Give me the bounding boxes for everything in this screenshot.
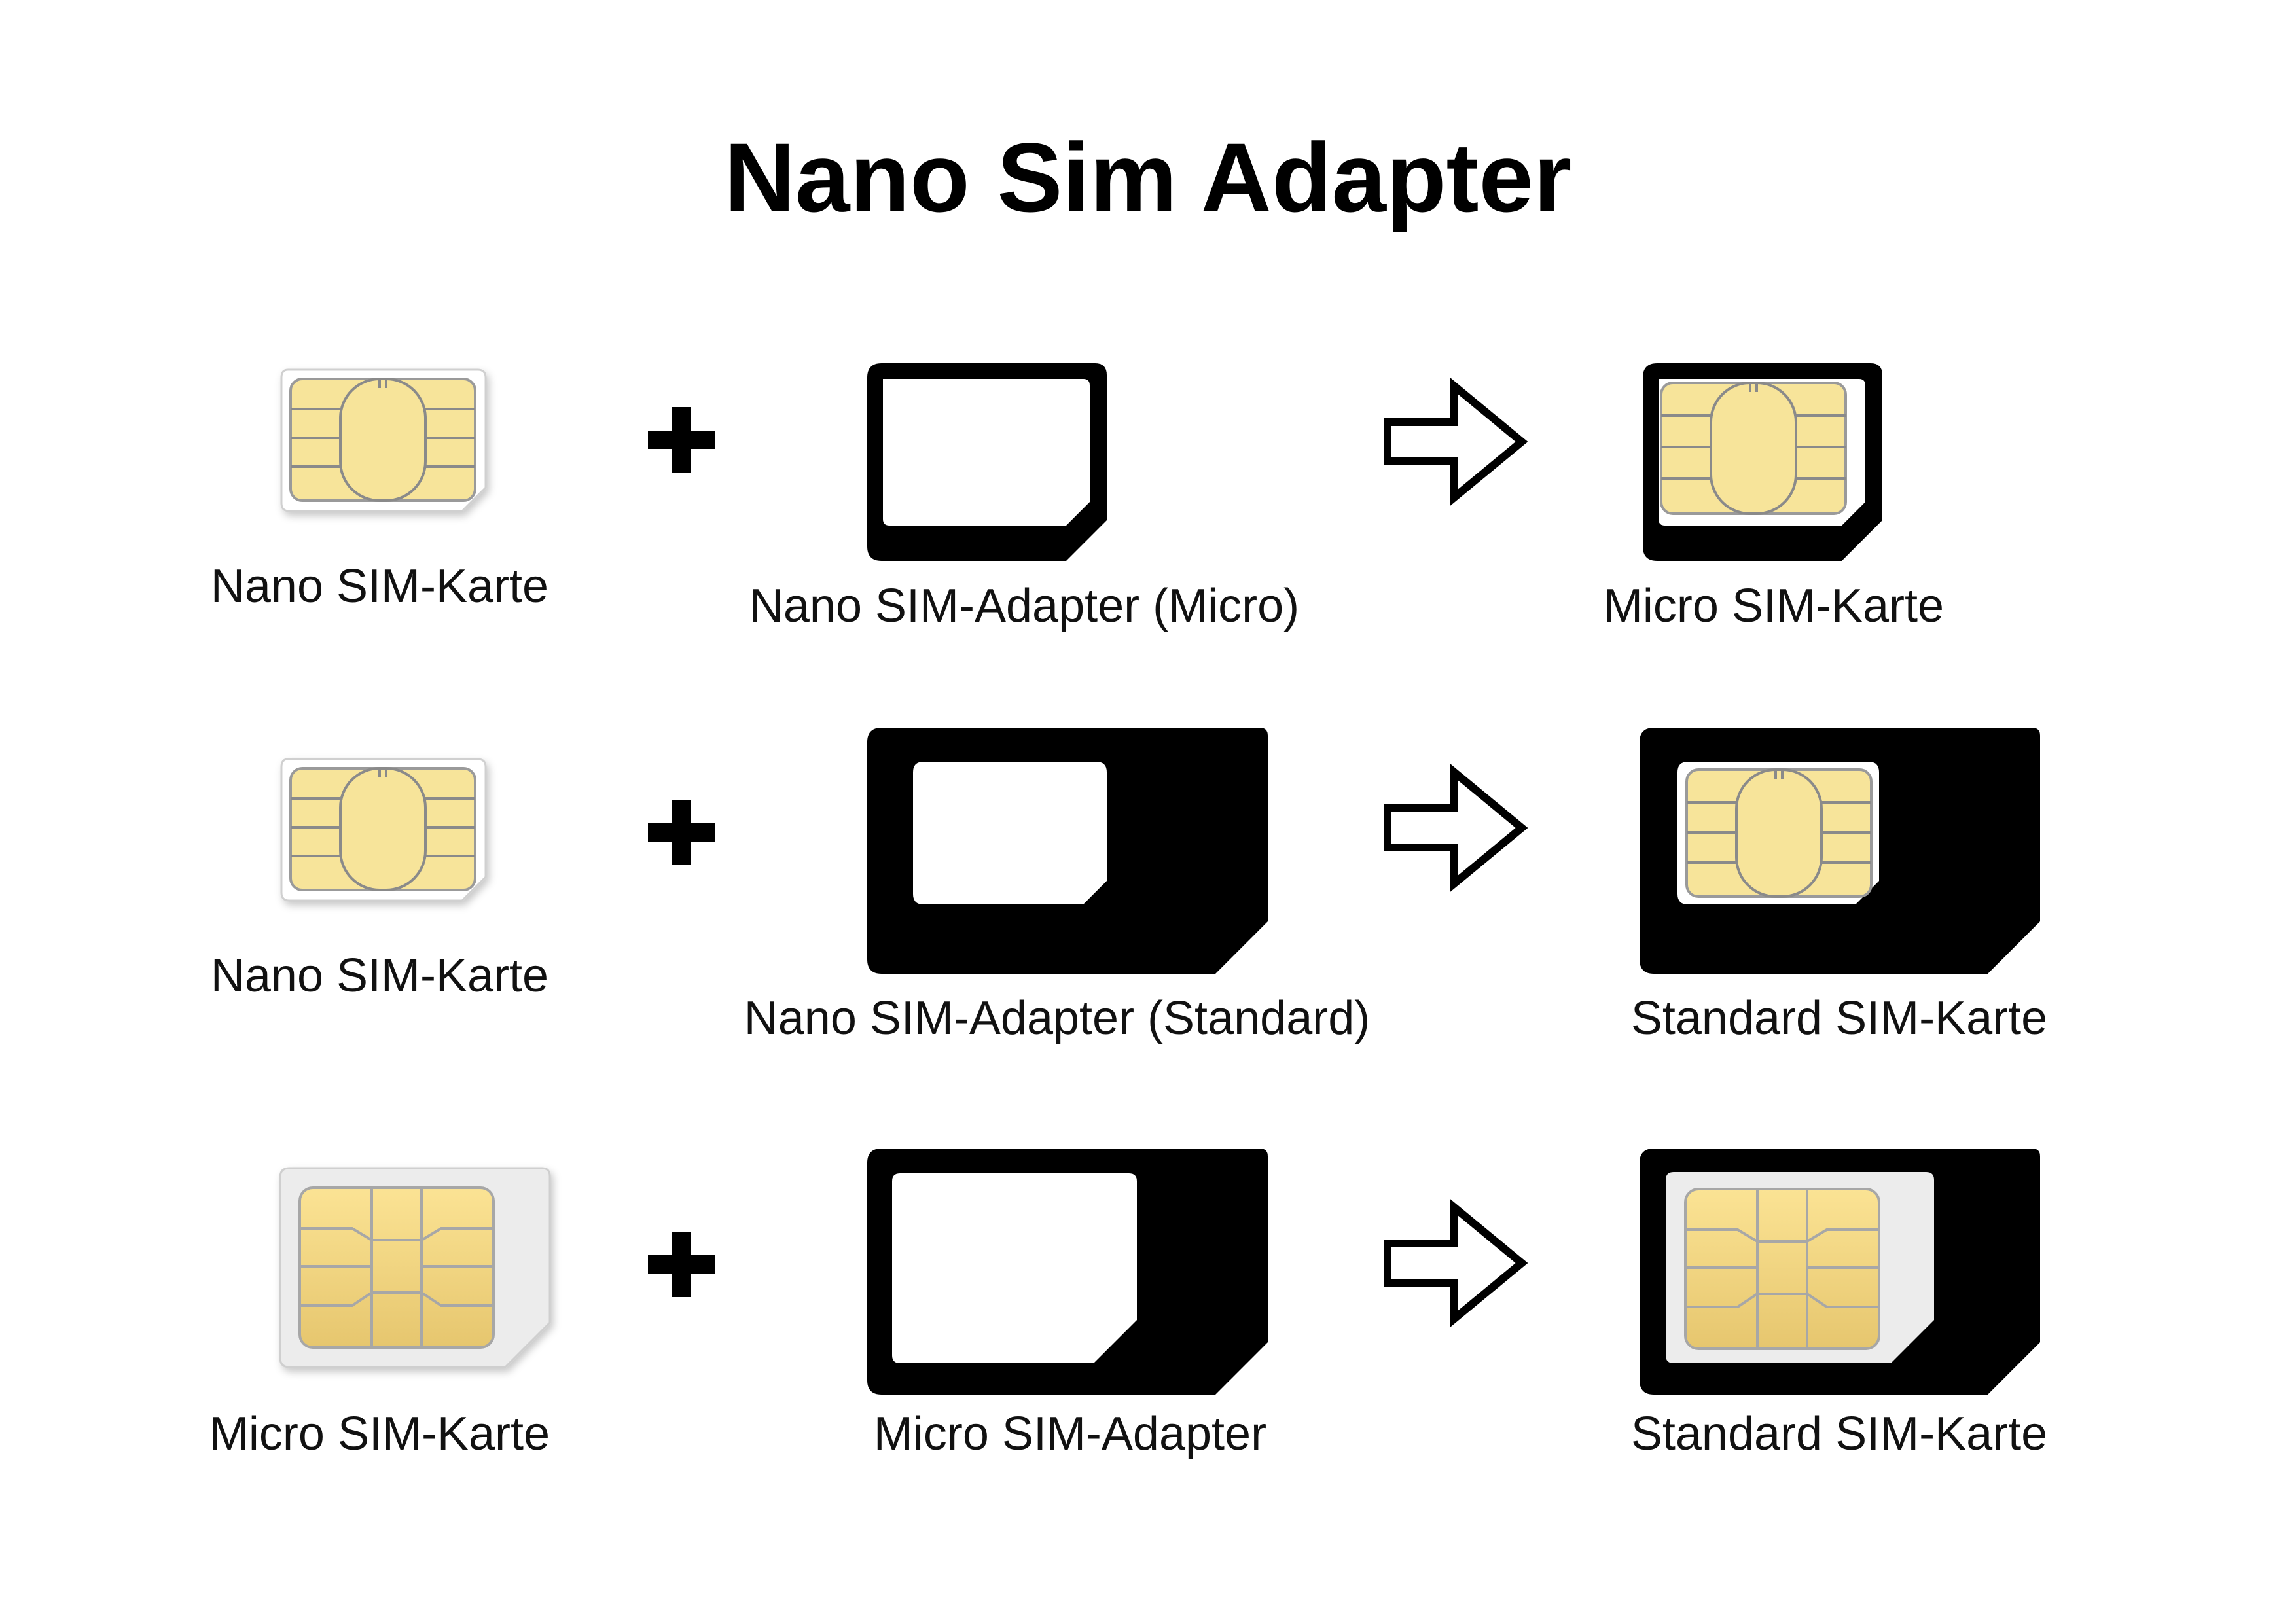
row-3-input-label: Micro SIM-Karte [209,1408,550,1460]
plus-icon [648,407,715,473]
arrow-right-icon [1384,764,1528,892]
nano-micro-adapter [867,363,1107,561]
nano-sim-card [280,368,487,512]
row-2-adapter-label: Nano SIM-Adapter (Standard) [744,992,1370,1044]
arrow-right-icon [1384,378,1528,506]
chip-icon [1660,382,1847,515]
row-1-result-label: Micro SIM-Karte [1604,580,1944,632]
row-1-input-label: Nano SIM-Karte [211,560,548,613]
micro-sim-card [279,1167,551,1368]
standard-sim-result [1640,728,2040,974]
row-3: Micro SIM-Karte Micro SIM-Adapter Standa… [209,1149,2047,1460]
row-1-adapter-label: Nano SIM-Adapter (Micro) [749,580,1299,632]
row-1: Nano SIM-Karte Nano SIM-Adapter (Micro) [211,363,1944,632]
row-2-input-label: Nano SIM-Karte [211,950,548,1002]
page-title: Nano Sim Adapter [724,122,1572,232]
chip-icon [1684,1188,1880,1350]
plus-icon [648,800,715,865]
chip-icon [289,378,476,502]
chip-icon [298,1186,495,1349]
nano-standard-adapter [867,728,1268,974]
micro-sim-result [1643,363,1882,561]
row-2: Nano SIM-Karte Nano SIM-Adapter (Standar… [211,728,2047,1044]
chip-icon [289,767,476,891]
chip-icon [1685,768,1873,898]
row-3-result-label: Standard SIM-Karte [1631,1408,2047,1460]
arrow-right-icon [1384,1199,1528,1327]
nano-sim-card [280,758,487,902]
row-2-result-label: Standard SIM-Karte [1631,992,2047,1044]
row-3-adapter-label: Micro SIM-Adapter [874,1408,1266,1460]
standard-sim-result [1640,1149,2040,1395]
micro-standard-adapter [867,1149,1268,1395]
plus-icon [648,1232,715,1297]
